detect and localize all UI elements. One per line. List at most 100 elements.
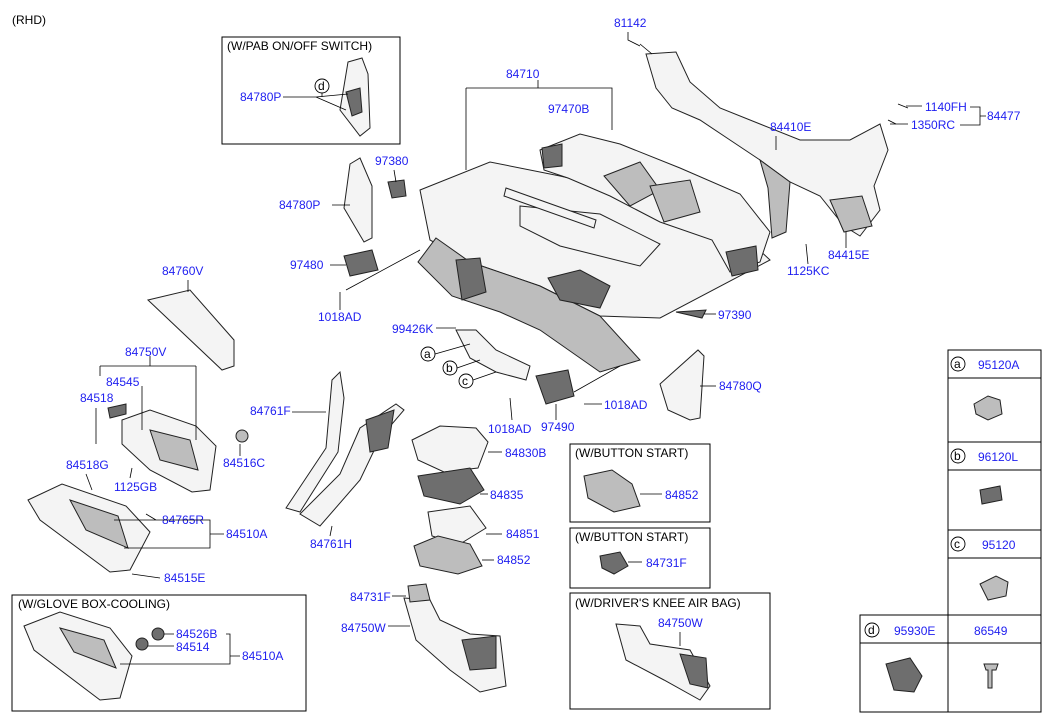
part-1018AD-right[interactable]: 1018AD — [604, 398, 648, 412]
part-84515E[interactable]: 84515E — [164, 571, 205, 585]
part-84851[interactable]: 84851 — [506, 527, 540, 541]
part-84516C[interactable]: 84516C — [223, 456, 265, 470]
glove-upper-cover-drawing — [146, 289, 235, 371]
part-84852-option[interactable]: 84852 — [665, 488, 699, 502]
part-1140FH[interactable]: 1140FH — [925, 100, 967, 114]
legend-d-part2[interactable]: 86549 — [974, 624, 1008, 638]
part-97380[interactable]: 97380 — [375, 154, 409, 168]
cooling-valve-drawing — [151, 627, 165, 641]
part-84415E[interactable]: 84415E — [828, 248, 869, 262]
part-84510A[interactable]: 84510A — [226, 527, 267, 541]
legend-d-screw-drawing — [983, 663, 999, 689]
bumper-drawing — [235, 429, 249, 443]
cooling-glove-box-drawing — [23, 611, 133, 701]
legend-c-part[interactable]: 95120 — [982, 538, 1016, 552]
speaker-grille-drawing — [387, 179, 407, 199]
knee-airbag-panel-drawing — [615, 623, 711, 701]
button-start-option-box-2: (W/BUTTON START) 84731F — [569, 527, 711, 589]
part-99426K[interactable]: 99426K — [392, 322, 433, 336]
part-97490[interactable]: 97490 — [541, 420, 575, 434]
part-1350RC[interactable]: 1350RC — [911, 118, 955, 132]
pab-option-box: (W/PAB ON/OFF SWITCH) d 84780P — [221, 36, 401, 145]
part-84835[interactable]: 84835 — [490, 488, 524, 502]
part-84518G[interactable]: 84518G — [66, 458, 109, 472]
fascia-panel-f-drawing — [285, 370, 345, 513]
part-97480[interactable]: 97480 — [290, 258, 324, 272]
duct-drawing — [539, 133, 771, 277]
center-vent-drawing — [535, 369, 575, 405]
legend-b-letter: b — [954, 449, 961, 463]
cooling-cap-drawing — [135, 637, 149, 651]
part-84750W-option[interactable]: 84750W — [658, 616, 703, 630]
part-97470B[interactable]: 97470B — [548, 102, 589, 116]
part-84545[interactable]: 84545 — [106, 375, 140, 389]
part-84710[interactable]: 84710 — [506, 67, 540, 81]
glove-housing-drawing — [107, 403, 217, 493]
legend-d-switch-drawing — [885, 657, 923, 693]
callout-d-letter: d — [318, 79, 325, 93]
button-start-shroud-drawing — [583, 469, 641, 513]
glove-cooling-caption: (W/GLOVE BOX-COOLING) — [18, 597, 170, 611]
cover-84731F-drawing — [407, 583, 431, 603]
legend-table: a 95120A b 96120L c 95120 d 95930E 86549 — [859, 349, 1042, 713]
part-84852[interactable]: 84852 — [497, 553, 531, 567]
part-84518[interactable]: 84518 — [80, 391, 114, 405]
part-1125GB[interactable]: 1125GB — [114, 480, 157, 494]
callout-a-letter: a — [424, 347, 431, 361]
glove-cooling-option-box: (W/GLOVE BOX-COOLING) 84526B 84514 84510… — [11, 594, 307, 712]
part-1018AD-center[interactable]: 1018AD — [488, 422, 532, 436]
part-84780Q[interactable]: 84780Q — [719, 379, 762, 393]
variant-label: (RHD) — [12, 13, 46, 27]
side-cover-drawing — [343, 157, 373, 243]
legend-a-drawing — [973, 395, 1003, 421]
button-start-option-box-1: (W/BUTTON START) 84852 — [569, 443, 711, 523]
part-84761F[interactable]: 84761F — [250, 404, 291, 418]
cowl-crossbar-drawing — [639, 43, 909, 239]
part-84526B[interactable]: 84526B — [176, 627, 217, 641]
part-84731F-option[interactable]: 84731F — [646, 556, 687, 570]
button-start-caption-2: (W/BUTTON START) — [575, 530, 688, 544]
right-side-cover-drawing — [659, 349, 705, 421]
side-vent-drawing — [343, 249, 379, 277]
part-1125KC[interactable]: 1125KC — [787, 264, 830, 278]
callout-b-letter: b — [446, 361, 453, 375]
button-start-switch-drawing — [599, 551, 629, 575]
legend-c-drawing — [979, 575, 1009, 601]
part-97390[interactable]: 97390 — [718, 308, 752, 322]
switch-panel-drawing — [417, 467, 485, 505]
part-84830B[interactable]: 84830B — [505, 446, 546, 460]
legend-b-drawing — [979, 485, 1003, 505]
part-84780P-pab[interactable]: 84780P — [240, 90, 281, 104]
bracket-drawing — [455, 329, 531, 381]
pab-option-caption: (W/PAB ON/OFF SWITCH) — [227, 39, 372, 53]
part-84750W[interactable]: 84750W — [341, 621, 386, 635]
callout-c-circle — [458, 373, 474, 389]
legend-b-part[interactable]: 96120L — [978, 450, 1018, 464]
legend-d-letter: d — [868, 623, 875, 637]
part-84760V[interactable]: 84760V — [162, 264, 203, 278]
part-84410E[interactable]: 84410E — [770, 120, 811, 134]
part-81142[interactable]: 81142 — [614, 16, 647, 30]
part-84761H[interactable]: 84761H — [310, 537, 352, 551]
legend-c-letter: c — [954, 537, 960, 551]
crash-pad-drawing — [417, 161, 771, 373]
part-84477[interactable]: 84477 — [987, 109, 1021, 123]
part-84514[interactable]: 84514 — [176, 640, 210, 654]
shroud-lower-drawing — [413, 535, 483, 575]
shroud-upper-drawing — [427, 505, 487, 545]
knee-airbag-option-box: (W/DRIVER'S KNEE AIR BAG) 84750W — [569, 592, 771, 710]
part-84731F[interactable]: 84731F — [350, 590, 391, 604]
part-1018AD-left[interactable]: 1018AD — [318, 310, 362, 324]
legend-d-part1[interactable]: 95930E — [894, 624, 935, 638]
part-84780P[interactable]: 84780P — [279, 198, 320, 212]
button-start-caption-1: (W/BUTTON START) — [575, 446, 688, 460]
cover-dome-drawing — [411, 425, 489, 473]
glove-box-drawing — [27, 483, 151, 573]
legend-a-letter: a — [954, 357, 961, 371]
legend-a-part[interactable]: 95120A — [978, 358, 1019, 372]
part-84510A-cooling[interactable]: 84510A — [242, 649, 283, 663]
part-84750V[interactable]: 84750V — [125, 345, 166, 359]
knee-airbag-caption: (W/DRIVER'S KNEE AIR BAG) — [575, 596, 741, 610]
tweeter-grille-drawing — [675, 309, 707, 319]
